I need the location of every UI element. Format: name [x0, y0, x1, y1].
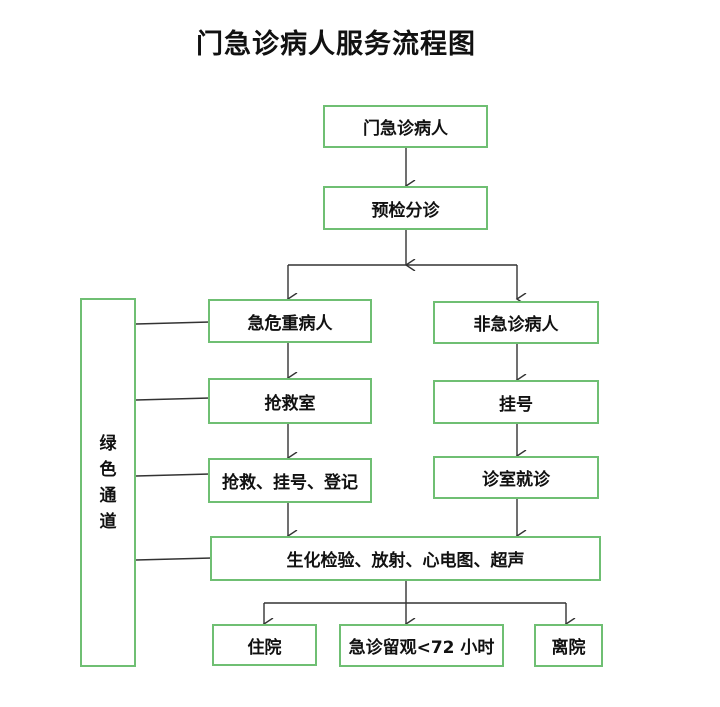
- green-channel-link-critical: [135, 321, 211, 325]
- node-outpatient-emergency-patient: 门急诊病人: [323, 105, 488, 148]
- green-channel-char-1: 绿: [99, 433, 117, 454]
- node-rescue-room: 抢救室: [208, 378, 372, 424]
- page-title: 门急诊病人服务流程图: [196, 29, 476, 60]
- green-channel-link-rescue-room: [135, 397, 211, 401]
- node-non-emergency-patient: 非急诊病人: [433, 301, 599, 344]
- node-green-channel: 绿 色 通 道: [80, 298, 136, 667]
- node-clinic-visit: 诊室就诊: [433, 456, 599, 499]
- node-registration: 挂号: [433, 380, 599, 424]
- node-triage: 预检分诊: [323, 186, 488, 230]
- node-emergency-observation: 急诊留观<72 小时: [339, 624, 504, 667]
- green-channel-char-3: 通: [99, 485, 117, 506]
- green-channel-char-2: 色: [99, 459, 117, 480]
- node-rescue-register-record: 抢救、挂号、登记: [208, 458, 372, 503]
- green-channel-link-rescue-register: [135, 473, 211, 477]
- node-critical-patient: 急危重病人: [208, 299, 372, 343]
- node-examinations: 生化检验、放射、心电图、超声: [210, 536, 601, 581]
- green-channel-link-exams: [135, 557, 213, 561]
- node-discharge: 离院: [534, 624, 603, 667]
- node-hospitalized: 住院: [212, 624, 317, 666]
- green-channel-char-4: 道: [99, 511, 117, 532]
